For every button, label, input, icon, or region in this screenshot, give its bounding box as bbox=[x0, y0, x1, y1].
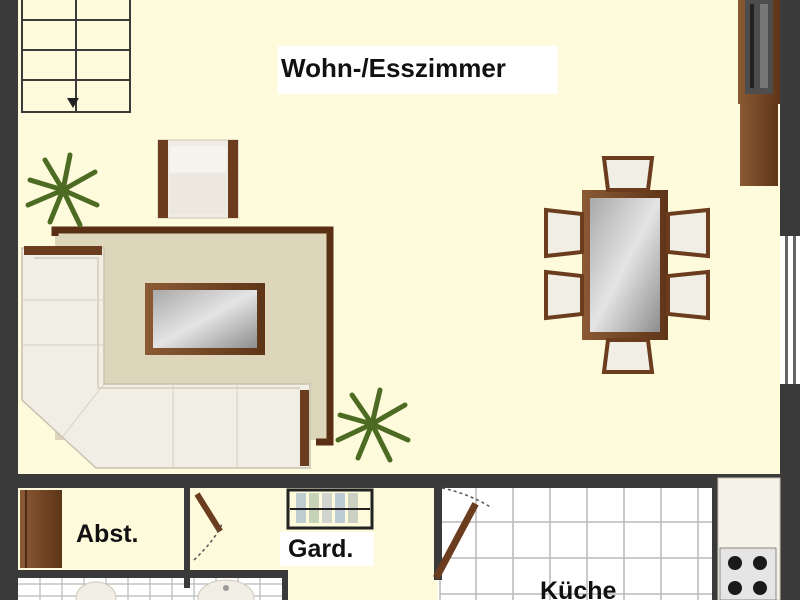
kitchen-counter bbox=[717, 477, 781, 600]
coffee-table bbox=[145, 283, 265, 355]
room-label-wardrobe: Gard. bbox=[280, 532, 374, 566]
stair-direction-arrow bbox=[67, 98, 79, 108]
door-wardrobe bbox=[193, 492, 223, 561]
storage-cabinet bbox=[20, 490, 62, 568]
storage-inner-floor bbox=[62, 488, 184, 570]
armchair bbox=[157, 139, 239, 219]
room-label-storage: Abst. bbox=[76, 520, 139, 548]
tall-cabinet bbox=[738, 0, 780, 186]
bathroom-fixtures bbox=[75, 579, 255, 600]
staircase bbox=[21, 0, 131, 113]
dining-chairs bbox=[544, 156, 710, 374]
window bbox=[780, 236, 800, 384]
corner-sofa bbox=[21, 246, 311, 469]
stove bbox=[728, 556, 767, 595]
room-label-living-dining: Wohn-/Esszimmer bbox=[278, 46, 558, 94]
door-kitchen bbox=[433, 487, 493, 580]
coat-rack bbox=[286, 488, 374, 530]
rug-border bbox=[51, 226, 334, 446]
dining-table bbox=[582, 190, 668, 340]
plant-bottom bbox=[335, 387, 411, 463]
plant-top-left bbox=[25, 152, 100, 228]
